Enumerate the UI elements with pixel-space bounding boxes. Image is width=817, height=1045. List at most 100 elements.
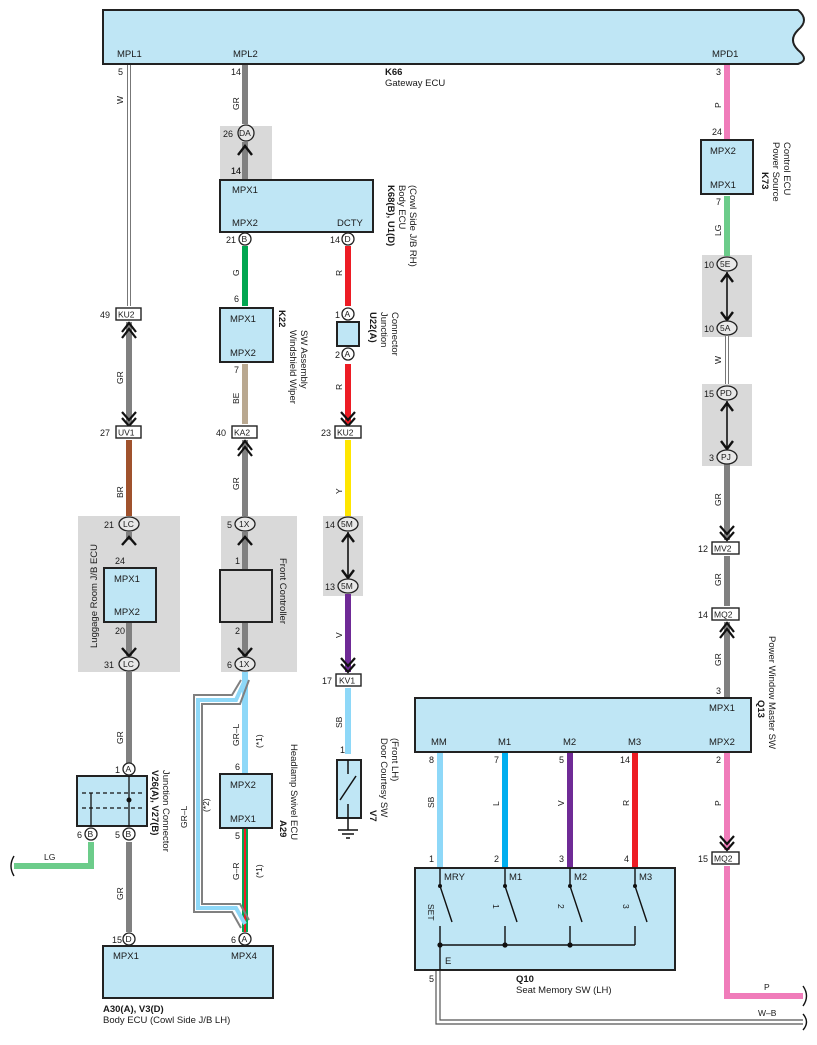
wire-mark: [720, 311, 734, 322]
group: GR–L: [179, 806, 189, 828]
wire-mark: [121, 647, 137, 658]
label-wires-br: BR: [115, 486, 125, 498]
group: Y: [334, 488, 344, 494]
pj-label: PJ: [721, 452, 731, 462]
label-wires-gr-r: G–R: [231, 863, 241, 880]
gateway-ecu: MPL1 MPL2 MPD1 5 14 3 K66 Gateway ECU: [102, 9, 805, 89]
label-wires-r: R: [621, 800, 631, 806]
group: Front Controller: [277, 558, 288, 624]
label-seat-mem-pins-1: 2: [494, 854, 499, 864]
label-pw-master-pins-4: 14: [620, 755, 630, 765]
wire-segment: [439, 885, 453, 923]
group: V: [334, 632, 344, 638]
label-wires-be: BE: [231, 392, 241, 404]
connector-ka2: KA2 40: [216, 425, 258, 457]
label-wires-l: L: [491, 801, 501, 806]
connector-mv2: MV2 12: [698, 525, 740, 555]
label-body-lh-code: A30(A), V3(D): [103, 1004, 164, 1015]
pin-terminal: [568, 884, 572, 888]
pwr-pin-7: 7: [716, 197, 721, 207]
label-seat-mem-pins-3: 4: [624, 854, 629, 864]
wire-route: [439, 970, 803, 1021]
group: R: [621, 800, 631, 806]
label-wires-w: W: [713, 356, 723, 364]
pin-terminal: [234, 656, 256, 672]
label-connectors-m5-name: 5M: [341, 581, 353, 591]
group: [439, 868, 648, 970]
group: GR: [713, 493, 723, 506]
gateway-pin-14: 14: [231, 67, 241, 77]
label-pw-master-terms-4: M3: [628, 737, 641, 748]
component-body: [115, 307, 142, 321]
label-connectors-kv1-name: KV1: [339, 676, 355, 686]
wiper-name1: Windshield Wiper: [287, 330, 298, 404]
label-pw-master-code: Q13: [755, 700, 766, 718]
pwr-name1: Power Source: [770, 142, 781, 202]
label-connectors-m5-pin2: 13: [325, 582, 335, 592]
wire-mark: [720, 440, 734, 451]
front-controller: 1X 5 1 2 1X 6 Front Controller: [219, 516, 288, 672]
label-luggage-pins-1: 24: [115, 556, 125, 566]
label-swivel-pins-0: 6: [235, 762, 240, 772]
label-wires-sb: SB: [426, 796, 436, 808]
group: L: [491, 801, 501, 806]
label-wires-g: G: [231, 269, 241, 276]
group: GR: [713, 653, 723, 666]
group: P: [713, 800, 723, 806]
pin-terminal: [337, 516, 359, 532]
connector-mq2-b: MQ2 15: [698, 835, 740, 865]
label-seat-mem-terms-1: M1: [509, 872, 522, 883]
label-wires-p: P: [764, 982, 770, 992]
label-body-lh-pins-0: 15: [112, 935, 122, 945]
label-door-sw-name2: (Front LH): [389, 738, 400, 781]
wire-mark: [341, 532, 355, 543]
5e-pin: [716, 256, 738, 272]
group: GR: [231, 97, 241, 110]
label-wires-r: R: [334, 384, 344, 390]
body-rh-pin-21: 21: [226, 235, 236, 245]
label-seat-mem-pins-0: 1: [429, 854, 434, 864]
body-rh-term-dcty: DCTY: [337, 218, 364, 229]
body-rh-pin-b: [238, 232, 252, 246]
power-window-master-sw: 3 MPX1 MM M1 M2 M3 MPX2 8 7 5 14 2 Q13 P…: [414, 636, 777, 765]
label-luggage-conn: LC: [123, 659, 134, 669]
group: GR: [115, 371, 125, 384]
label-pw-master-terms-0: MPX1: [709, 703, 735, 714]
label-front-ctrl-pins-1: 1: [235, 556, 240, 566]
label-wires-sb: SB: [334, 716, 344, 728]
body-rh-conn-d: D: [345, 234, 351, 244]
label-pw-master-name: Power Window Master SW: [766, 636, 777, 749]
label-v26-pins-1: 6: [77, 830, 82, 840]
label-v26-conns-0: A: [126, 764, 132, 774]
pin-terminal: [502, 942, 508, 948]
label-body-lh-terms-1: MPX4: [231, 951, 257, 962]
da-label: DA: [239, 128, 251, 138]
group: (*2): [201, 798, 211, 812]
wiper-sw: 6 MPX1 MPX2 7 K22 Windshield Wiper SW As…: [219, 294, 309, 404]
gateway-code: K66: [385, 67, 402, 78]
break-mark-wb: [802, 1013, 808, 1031]
body-rh-pin-d: [341, 232, 355, 246]
label-seat-mem-name: Seat Memory SW (LH): [516, 985, 612, 996]
wiper-term-mpx1: MPX1: [230, 314, 256, 325]
wire-mark: [102, 9, 805, 65]
label-v26-conns-2: B: [126, 829, 132, 839]
wire-mpd1: [724, 64, 803, 999]
label-body-lh-conns-0: D: [126, 934, 132, 944]
label-luggage-pins-3: 31: [104, 660, 114, 670]
wire-mark: [719, 835, 735, 852]
group: U22(A) Junction Connector: [367, 312, 400, 356]
wire-mark: [720, 401, 734, 412]
wire-route: [14, 842, 94, 869]
wire-segment: [569, 885, 583, 923]
label-connectors-mq2-name: MQ2: [714, 854, 733, 864]
label-wires-gr: GR: [713, 573, 723, 586]
label-connectors-ku2-name: KU2: [118, 310, 135, 320]
label-wires-lg: LG: [713, 225, 723, 236]
label-luggage-conn: LC: [123, 519, 134, 529]
label-wires-note1: (*1): [254, 864, 264, 878]
component-body: [414, 697, 752, 753]
pwr-term-mpx1: MPX1: [710, 180, 736, 191]
group: 3: [621, 904, 631, 909]
wire-mark: [121, 321, 137, 339]
